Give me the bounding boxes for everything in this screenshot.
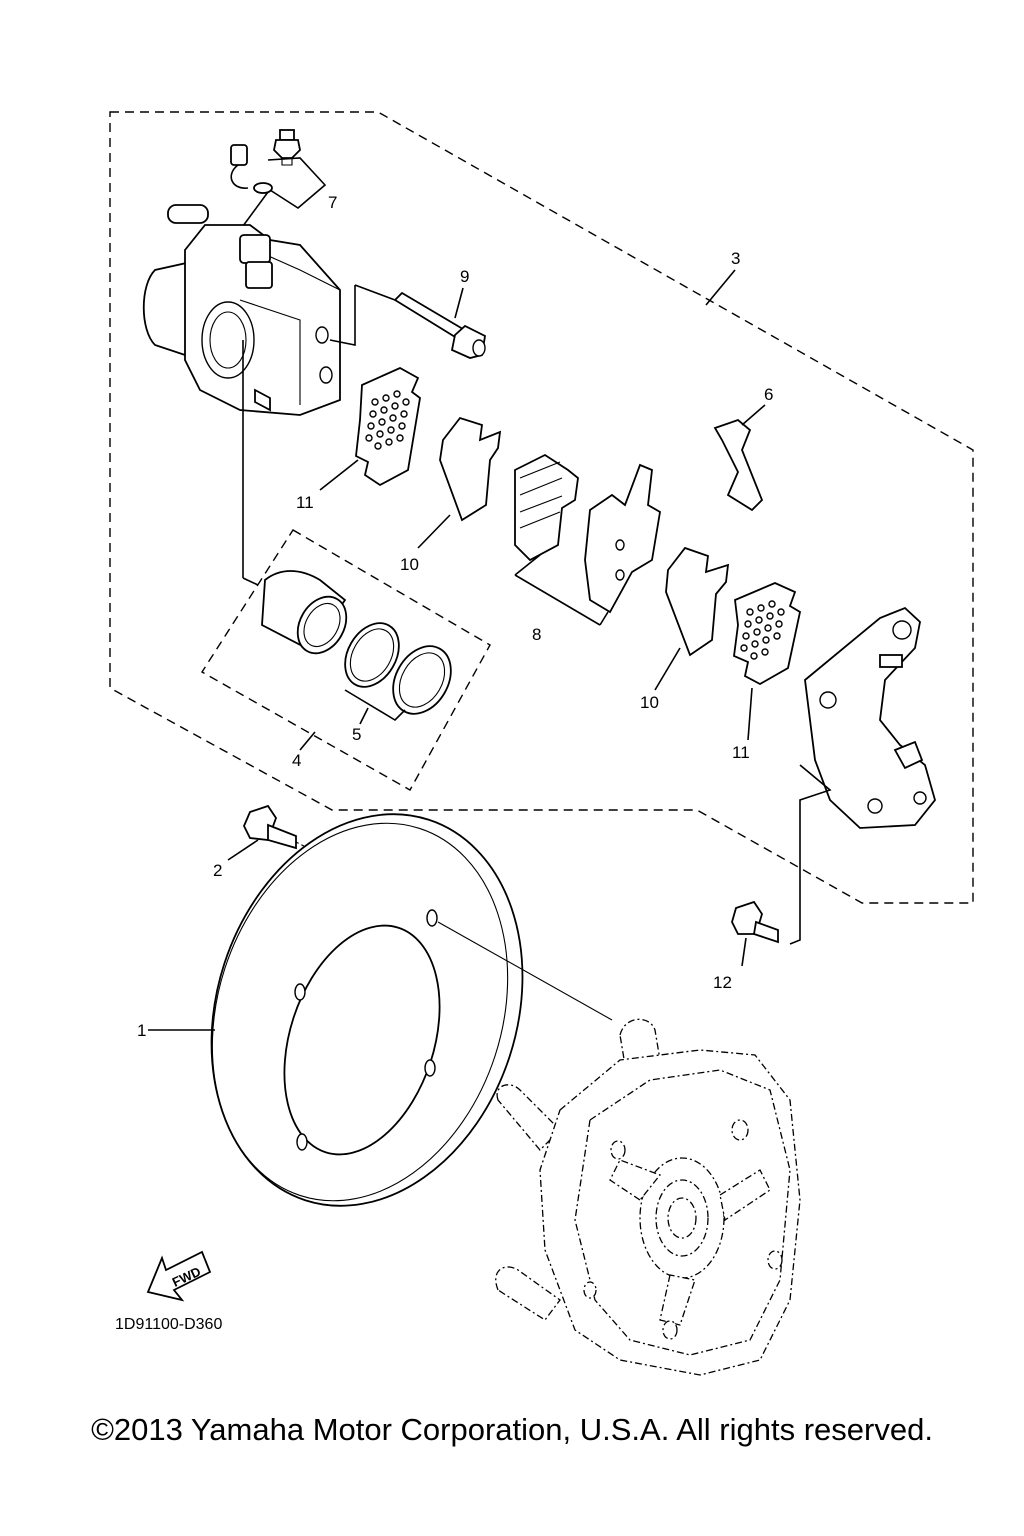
caliper-assembly-boundary: [109, 111, 974, 904]
callout-2: 2: [213, 861, 222, 880]
caliper-pin-bolt: [329, 284, 486, 359]
brake-rotor: [148, 813, 613, 1207]
caliper-body: [142, 204, 341, 586]
diagram-code: 1D91100-D360: [115, 1316, 222, 1333]
piston-and-seals: [261, 570, 452, 722]
callout-10-right: 10: [640, 693, 659, 712]
callout-1: 1: [137, 1021, 146, 1040]
callout-9: 9: [460, 267, 469, 286]
bracket-bolt: [731, 900, 779, 967]
pad-backing-plate-right: [654, 546, 730, 691]
callout-7: 7: [328, 193, 337, 212]
callout-3: 3: [731, 249, 740, 268]
callout-6: 6: [764, 385, 773, 404]
callout-12: 12: [713, 973, 732, 992]
pad-backing-plate-left: [417, 416, 502, 549]
pad-shim-left: [319, 366, 421, 491]
pad-shim-right: [733, 582, 802, 741]
callout-11-right: 11: [732, 743, 750, 762]
callout-5: 5: [352, 725, 361, 744]
callout-10-left: 10: [400, 555, 419, 574]
callout-5-leader: [359, 707, 369, 725]
caliper-bracket: [789, 606, 936, 945]
callout-11-left: 11: [296, 493, 314, 512]
callout-4: 4: [292, 751, 301, 770]
forward-direction-arrow: FWD: [146, 1250, 212, 1302]
callout-8: 8: [532, 625, 541, 644]
copyright-notice: ©2013 Yamaha Motor Corporation, U.S.A. A…: [91, 1412, 933, 1447]
callout-7-leader: [267, 157, 327, 209]
brake-pad-set: [514, 453, 661, 626]
callout-3-leader: [705, 269, 736, 306]
wheel-hub-phantom: [495, 1018, 801, 1376]
callout-4-leader: [299, 731, 316, 751]
piston-kit-boundary: [201, 529, 491, 791]
rotor-bolt: [227, 804, 431, 913]
callout-9-leader: [454, 287, 464, 319]
bleed-screw-and-cap: [230, 129, 301, 227]
pad-spring: [713, 404, 766, 512]
